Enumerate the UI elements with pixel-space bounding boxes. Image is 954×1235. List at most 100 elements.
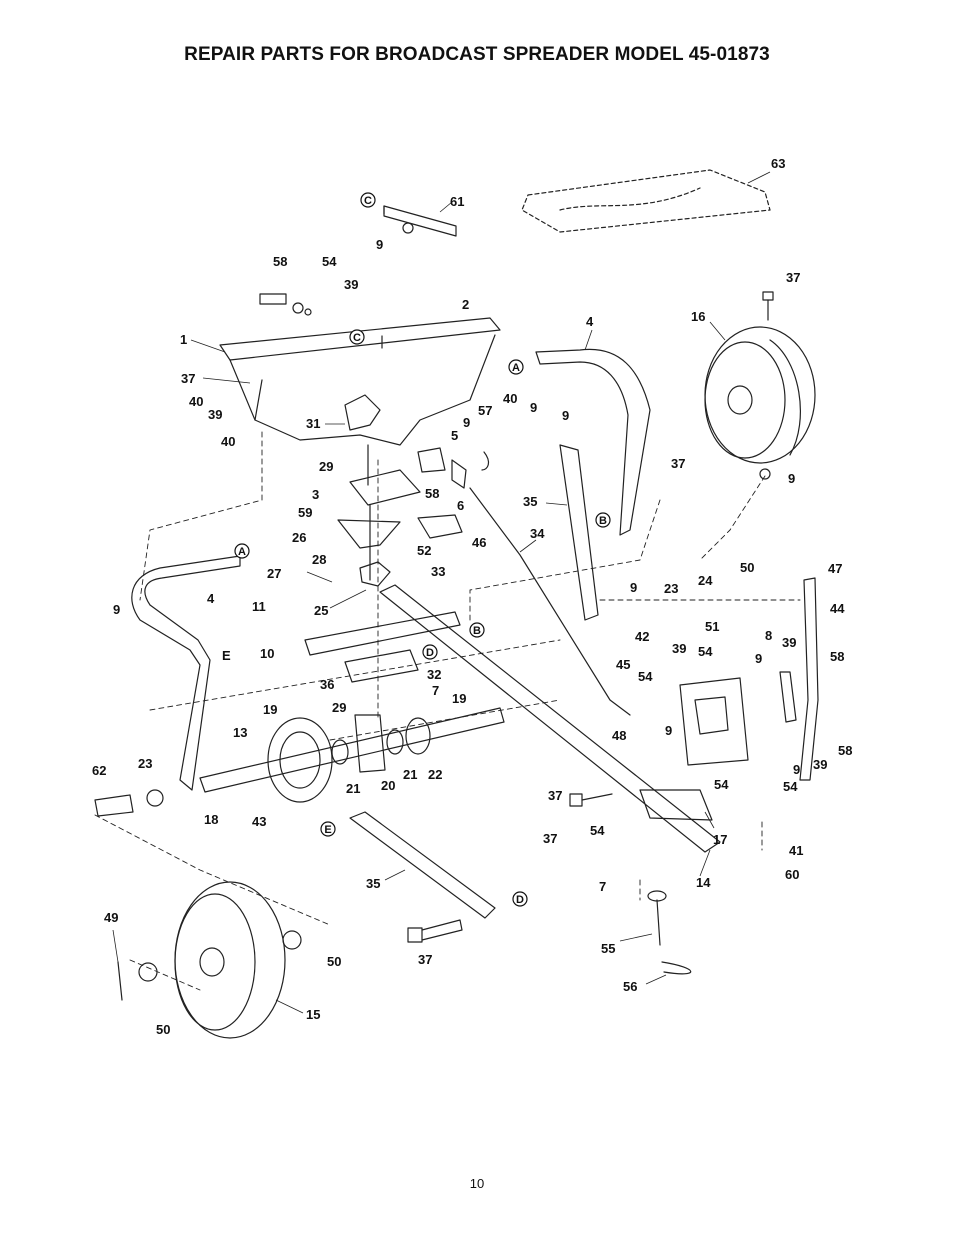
- part-4-handle-right: [535, 348, 651, 536]
- part-50-washer-right: [282, 930, 302, 950]
- callout-8: 8: [765, 628, 772, 643]
- callout-9a: 9: [376, 237, 383, 252]
- callout-41: 41: [789, 843, 803, 858]
- callout-49: 49: [104, 910, 118, 925]
- ref-key-d-frame-label: D: [426, 647, 434, 659]
- page-title: REPAIR PARTS FOR BROADCAST SPREADER MODE…: [184, 44, 770, 65]
- callout-37f: 37: [548, 788, 562, 803]
- callout-20: 20: [381, 778, 395, 793]
- ref-key-c-top-label: C: [364, 195, 372, 207]
- callout-50b: 50: [327, 954, 341, 969]
- part-3-plate: [349, 469, 421, 506]
- callout-56: 56: [623, 979, 637, 994]
- callout-23b: 23: [664, 581, 678, 596]
- callout-55: 55: [601, 941, 615, 956]
- part-43-sprocket: [267, 717, 333, 803]
- callout-4: 4: [586, 314, 594, 329]
- callout-16: 16: [691, 309, 705, 324]
- part-15-wheel: [174, 881, 286, 1039]
- ref-key-circles: [234, 192, 611, 907]
- callout-13: 13: [233, 725, 247, 740]
- callout-33: 33: [431, 564, 445, 579]
- part-56-clip: [661, 961, 692, 975]
- callout-29a: 29: [319, 459, 333, 474]
- part-20-21-22-hub: [331, 714, 431, 773]
- callout-11: 11: [252, 599, 266, 614]
- callout-19a: 19: [263, 702, 277, 717]
- callout-59: 59: [298, 505, 312, 520]
- ref-key-b-frame: [469, 622, 485, 638]
- part-4-handle-left: [131, 555, 241, 791]
- callout-24: 24: [698, 573, 713, 588]
- callout-21b: 21: [403, 767, 417, 782]
- callout-29b: 29: [332, 700, 346, 715]
- part-10-tube: [304, 611, 461, 656]
- part-9-nut-top: [402, 222, 414, 234]
- part-35-bar-bottom: [349, 811, 496, 919]
- callout-31: 31: [306, 416, 320, 431]
- callout-39e: 39: [813, 757, 827, 772]
- callout-51: 51: [705, 619, 719, 634]
- callout-37a: 37: [786, 270, 800, 285]
- callout-62: 62: [92, 763, 106, 778]
- callout-2: 2: [462, 297, 469, 312]
- callout-26: 26: [292, 530, 306, 545]
- callout-9f: 9: [113, 602, 120, 617]
- part-36-plate: [344, 649, 419, 683]
- ref-key-b-right-label: B: [599, 515, 607, 527]
- callout-4b: 4: [207, 591, 215, 606]
- callout-37d: 37: [543, 831, 557, 846]
- callout-37c: 37: [671, 456, 685, 471]
- ref-key-c-hopper: [349, 329, 365, 345]
- part-9-nut-wheel: [759, 468, 771, 480]
- callout-32: 32: [427, 667, 441, 682]
- callout-27: 27: [267, 566, 281, 581]
- callout-50c: 50: [156, 1022, 170, 1037]
- part-28-gear: [359, 561, 391, 587]
- callout-9h: 9: [755, 651, 762, 666]
- part-37-bolt-wheel: [762, 291, 774, 321]
- ref-key-a-left-label: A: [238, 546, 246, 558]
- callout-54b: 54: [698, 644, 713, 659]
- part-5-6-57-linkage: [417, 447, 490, 489]
- part-16-wheel: [704, 326, 816, 464]
- part-37-bolt-frame: [569, 793, 613, 807]
- ref-key-b-frame-label: B: [473, 625, 481, 637]
- callout-7: 7: [432, 683, 439, 698]
- callout-40b: 40: [221, 434, 235, 449]
- part-26-agitator: [337, 504, 401, 581]
- ref-key-a-right: [508, 359, 524, 375]
- callout-39a: 39: [344, 277, 358, 292]
- leader-lines: [112, 171, 771, 1014]
- callout-58b: 58: [425, 486, 439, 501]
- part-8-link: [779, 671, 797, 723]
- part-37-bolt-lower: [407, 919, 463, 943]
- ref-key-d-frame: [422, 644, 438, 660]
- callout-9c: 9: [530, 400, 537, 415]
- part-58-54-39-bolt-washers: [259, 293, 312, 316]
- part-63-cover: [521, 169, 771, 233]
- callout-19b: 19: [452, 691, 466, 706]
- callout-5: 5: [451, 428, 458, 443]
- callout-48: 48: [612, 728, 626, 743]
- callout-39c: 39: [672, 641, 686, 656]
- callout-43: 43: [252, 814, 266, 829]
- part-55-pin: [647, 890, 667, 946]
- ref-key-b-right: [595, 512, 611, 528]
- ref-key-e-bar: [320, 821, 336, 837]
- callout-57: 57: [478, 403, 492, 418]
- part-50-washer-left: [138, 962, 158, 982]
- part-23-bushing-left: [146, 789, 164, 807]
- callout-9d: 9: [562, 408, 569, 423]
- callout-28: 28: [312, 552, 326, 567]
- callout-39d: 39: [782, 635, 796, 650]
- callout-35b: 35: [366, 876, 380, 891]
- part-44-47-lever: [799, 577, 819, 781]
- ref-key-d-bar-label: D: [516, 894, 524, 906]
- callout-58a: 58: [273, 254, 287, 269]
- callout-37b: 37: [181, 371, 195, 386]
- callout-1: 1: [180, 332, 187, 347]
- callout-54a: 54: [322, 254, 337, 269]
- callout-9g: 9: [630, 580, 637, 595]
